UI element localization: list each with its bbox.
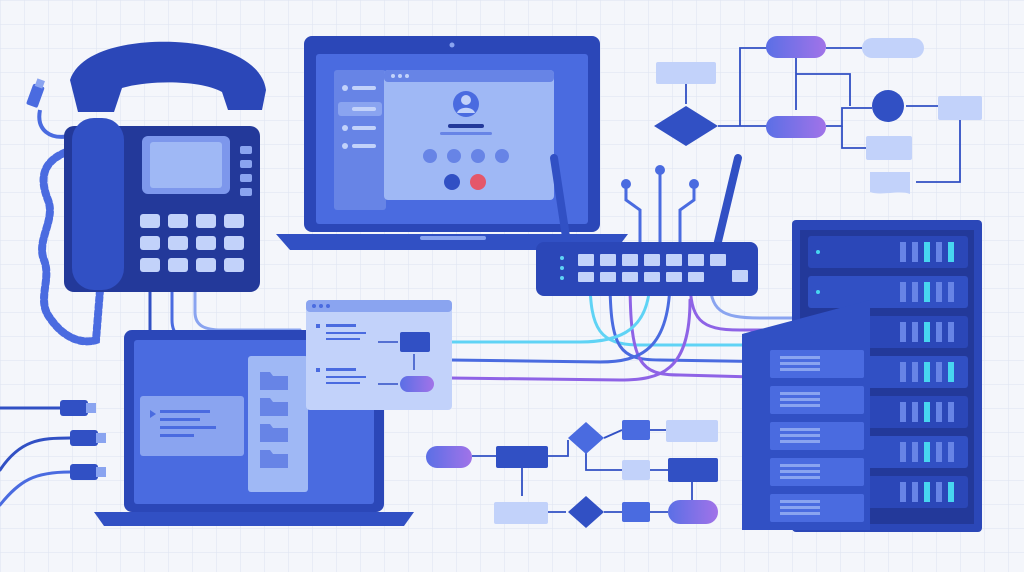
end-call-icon xyxy=(470,174,486,190)
server-drive-bay xyxy=(936,322,942,342)
server-drive-bay xyxy=(924,482,930,502)
server-rack-icon xyxy=(742,220,982,532)
ethernet-plug-icon xyxy=(60,400,96,416)
cable xyxy=(0,436,72,472)
folder-icon xyxy=(260,398,288,416)
vent-slot xyxy=(780,428,820,431)
vent-slot xyxy=(780,362,820,365)
server-drive-bay xyxy=(912,402,918,422)
folder-icon xyxy=(260,424,288,442)
server-drive-bay xyxy=(948,322,954,342)
vent-slot xyxy=(780,404,820,407)
decision-node xyxy=(568,496,604,528)
server-unit xyxy=(808,236,968,268)
vent-slot xyxy=(780,434,820,437)
server-drive-bay xyxy=(900,282,906,302)
vent-slot xyxy=(780,368,820,371)
desk-phone-icon xyxy=(37,41,266,346)
router-body xyxy=(536,242,758,296)
vent-slot xyxy=(780,392,820,395)
server-drive-bay xyxy=(924,402,930,422)
status-led xyxy=(816,250,820,254)
server-drive-bay xyxy=(900,402,906,422)
cable xyxy=(628,276,792,380)
vent-slot xyxy=(780,464,820,467)
server-drive-bay xyxy=(912,322,918,342)
workflow-dialog xyxy=(306,300,452,410)
server-drive-bay xyxy=(948,482,954,502)
server-drive-bay xyxy=(912,442,918,462)
server-drive-bay xyxy=(900,242,906,262)
server-drive-bay xyxy=(924,362,930,382)
status-led xyxy=(816,290,820,294)
server-drive-bay xyxy=(948,242,954,262)
vent-slot xyxy=(780,398,820,401)
server-drive-bay xyxy=(924,322,930,342)
server-drive-bay xyxy=(912,482,918,502)
user-avatar-icon xyxy=(453,91,479,117)
vent-slot xyxy=(780,512,820,515)
laptop-icon xyxy=(276,36,628,250)
server-drive-bay xyxy=(924,442,930,462)
router-ports xyxy=(578,254,748,282)
server-drive-bay xyxy=(924,242,930,262)
server-drive-bay xyxy=(936,482,942,502)
folder-icon xyxy=(260,450,288,468)
process-pill xyxy=(426,446,472,468)
server-drive-bay xyxy=(948,362,954,382)
vent-slot xyxy=(780,440,820,443)
server-unit xyxy=(808,276,968,308)
flowchart-icon xyxy=(472,429,693,513)
decision-node xyxy=(568,422,604,454)
server-drive-bay xyxy=(900,482,906,502)
vent-slot xyxy=(780,506,820,509)
ethernet-plug-icon xyxy=(70,464,106,480)
ethernet-plug-icon xyxy=(70,430,106,446)
vent-slot xyxy=(780,500,820,503)
vent-slot xyxy=(780,470,820,473)
cable xyxy=(608,276,792,364)
decision-node xyxy=(654,106,718,146)
ethernet-plug-icon xyxy=(26,78,45,108)
ethernet-plugs xyxy=(26,78,106,480)
coiled-cord xyxy=(38,146,104,346)
process-pill xyxy=(766,36,826,58)
telephone-handset-icon xyxy=(70,41,266,113)
server-drive-bay xyxy=(936,362,942,382)
server-drive-bay xyxy=(924,282,930,302)
server-drive-bay xyxy=(900,362,906,382)
process-pill xyxy=(668,500,718,524)
server-drive-bay xyxy=(948,442,954,462)
flowchart-icon xyxy=(685,47,961,183)
server-drive-bay xyxy=(936,242,942,262)
server-drive-bay xyxy=(900,322,906,342)
vent-slot xyxy=(780,476,820,479)
server-drive-bay xyxy=(912,282,918,302)
cable xyxy=(0,470,72,507)
laptop-icon xyxy=(94,300,452,526)
vent-slot xyxy=(780,356,820,359)
router-icon xyxy=(536,154,758,296)
laptop-base xyxy=(94,512,414,526)
server-drive-bay xyxy=(948,282,954,302)
softphone-call-window xyxy=(384,70,554,200)
folder-icon xyxy=(260,372,288,390)
server-drive-bay xyxy=(912,362,918,382)
flowchart-nodes xyxy=(426,420,718,528)
server-drive-bay xyxy=(936,402,942,422)
process-pill xyxy=(766,116,826,138)
flowchart-nodes xyxy=(654,36,982,194)
phone-keypad xyxy=(140,214,244,272)
cable xyxy=(448,276,672,364)
server-drive-bay xyxy=(936,442,942,462)
server-drive-bay xyxy=(948,402,954,422)
server-drive-bay xyxy=(900,442,906,462)
server-drive-bay xyxy=(912,242,918,262)
cable xyxy=(448,298,692,382)
server-drive-bay xyxy=(936,282,942,302)
phone-call-icon xyxy=(444,174,460,190)
